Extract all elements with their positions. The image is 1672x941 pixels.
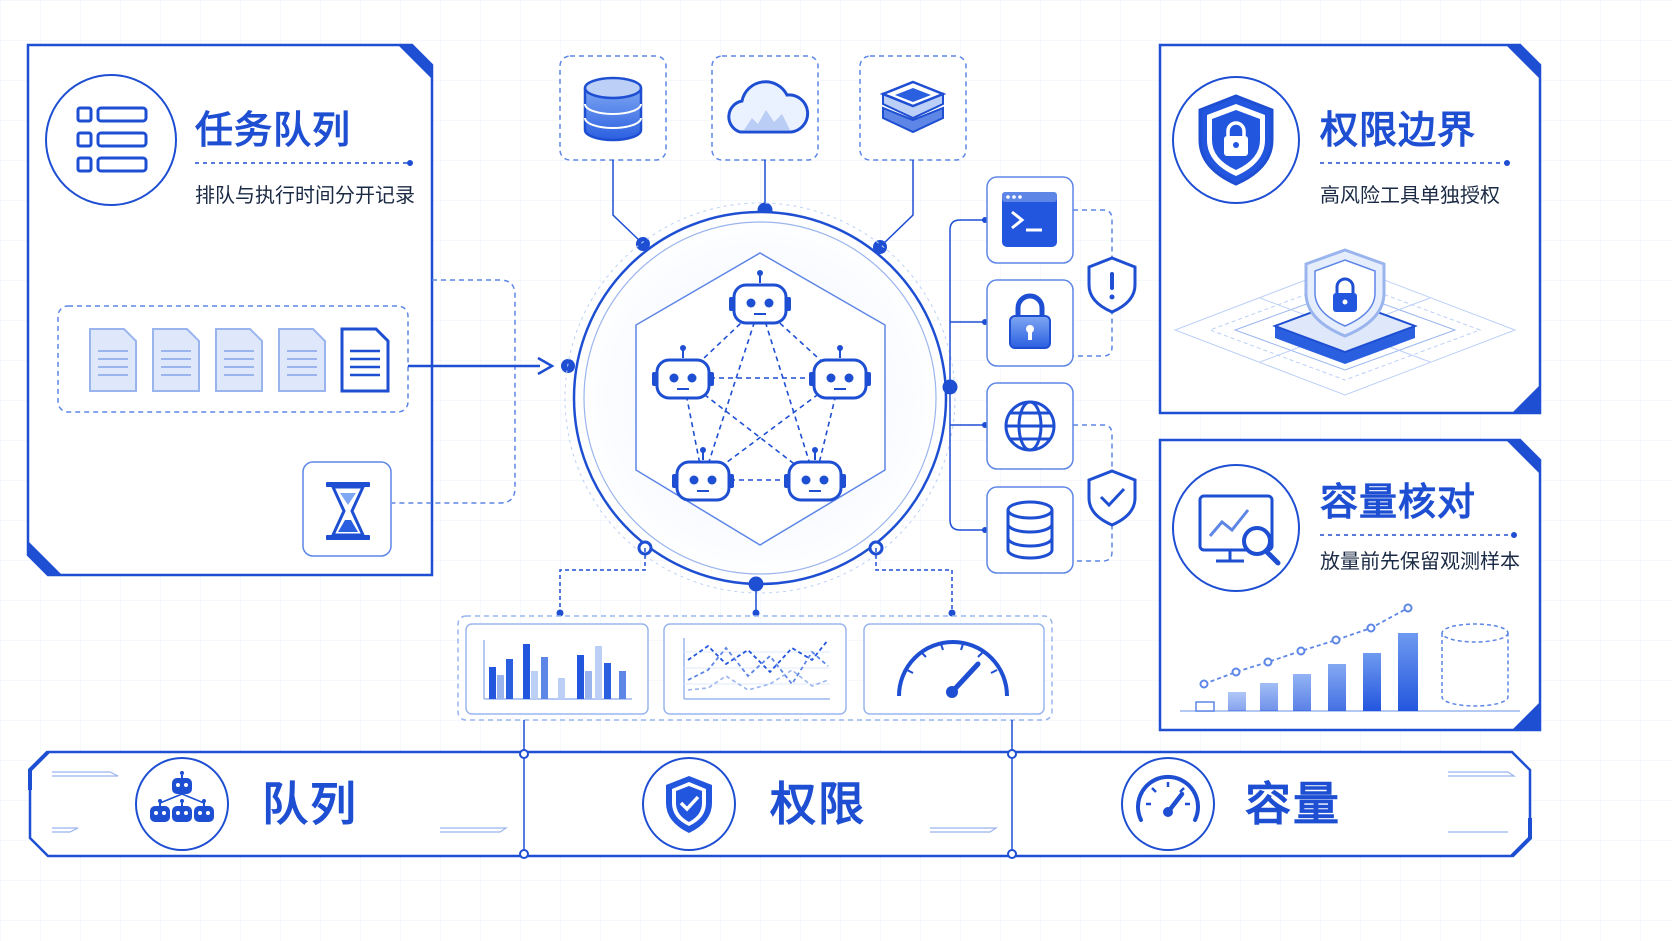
shield-check-icon: [666, 776, 712, 833]
lock-icon: [1009, 293, 1051, 349]
queue-connector: [392, 279, 516, 504]
queue-panel: [26, 43, 434, 577]
globe-icon: [1004, 400, 1056, 452]
bottom-label-permission: 权限: [770, 777, 866, 831]
capacity-panel: [1158, 438, 1542, 732]
queue-panel-title: 任务队列: [195, 108, 352, 152]
database-icon: [1006, 500, 1054, 560]
bar-chart-icon: [483, 640, 632, 700]
bottom-label-queue: 队列: [262, 777, 358, 831]
bottom-bar: [28, 749, 1532, 859]
line-chart-icon: [683, 638, 830, 700]
agents-group-icon: [149, 770, 215, 823]
permission-panel: [1158, 43, 1542, 415]
permission-panel-subtitle: 高风险工具单独授权: [1320, 183, 1500, 207]
gauge-icon: [897, 640, 1009, 698]
top-resources: [559, 55, 967, 254]
monitor-search-icon: [1198, 494, 1281, 566]
check-shield-icon: [1087, 469, 1137, 527]
shield-lock-icon: [1198, 94, 1274, 186]
database-icon: [583, 76, 643, 142]
list-icon: [76, 106, 148, 173]
monitoring-charts: [457, 548, 1053, 752]
bottom-label-capacity: 容量: [1245, 777, 1341, 831]
reserve-cylinder-icon: [1441, 623, 1509, 707]
layers-icon: [879, 80, 947, 134]
secure-platform-icon: [1272, 248, 1418, 364]
queue-panel-subtitle: 排队与执行时间分开记录: [195, 183, 415, 207]
capacity-panel-title: 容量核对: [1320, 480, 1477, 524]
tool-column: [949, 176, 1137, 574]
terminal-icon: [1002, 192, 1057, 247]
permission-panel-title: 权限边界: [1320, 108, 1477, 152]
warning-shield-icon: [1087, 256, 1137, 314]
cloud-icon: [727, 80, 810, 134]
gauge-icon: [1136, 775, 1200, 822]
document-queue: [89, 327, 390, 393]
capacity-panel-subtitle: 放量前先保留观测样本: [1320, 549, 1520, 573]
growth-chart: [1180, 603, 1520, 712]
agent-hub: [564, 202, 958, 594]
active-document-icon: [340, 327, 390, 393]
hourglass-icon: [326, 482, 370, 540]
